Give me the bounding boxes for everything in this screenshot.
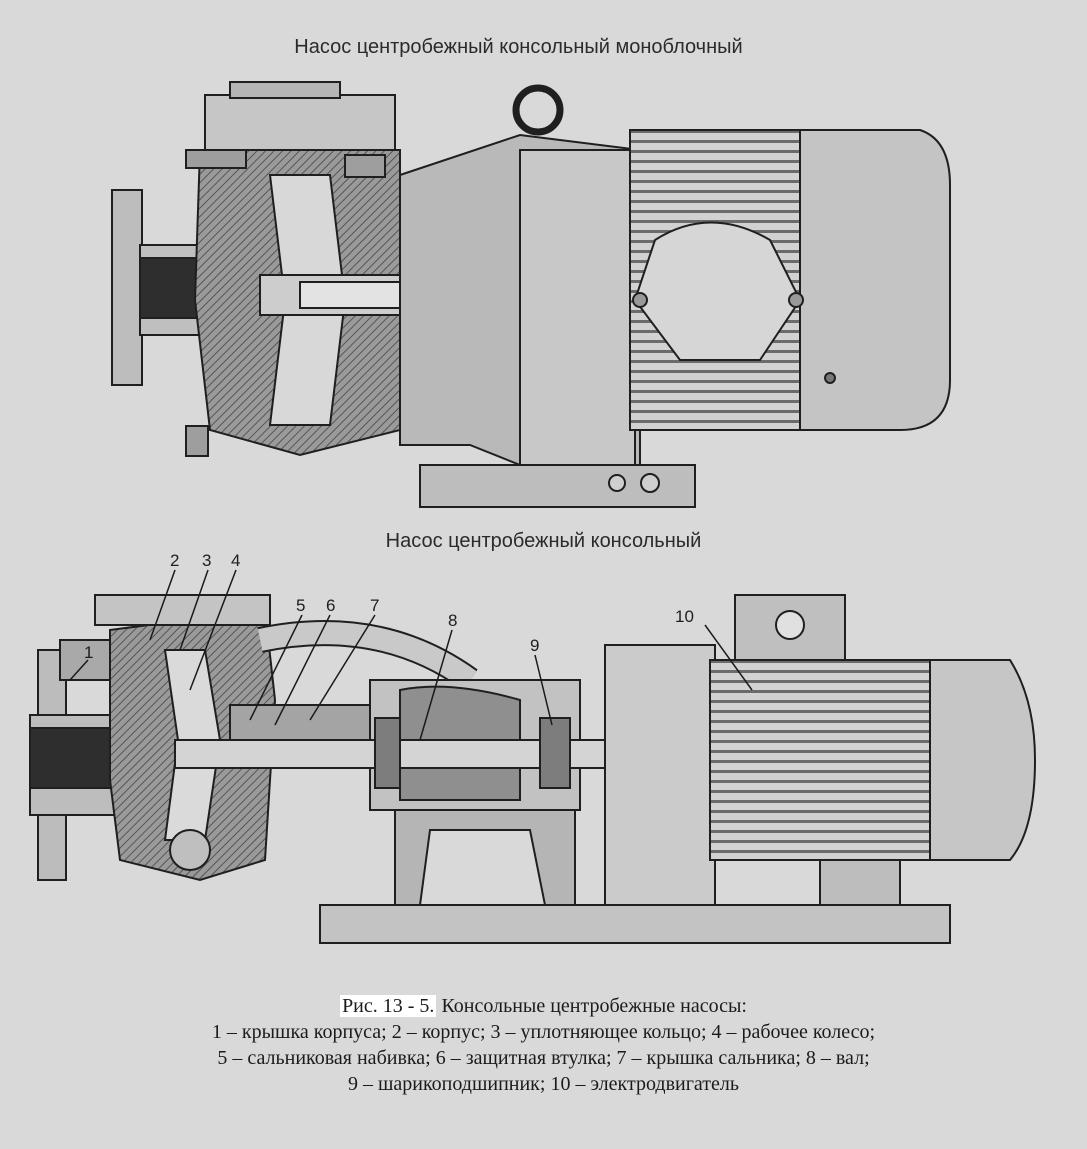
callout-labels: 1 2 3 4 5 6 7 8 9 10 bbox=[84, 551, 694, 662]
discharge-flange bbox=[94, 594, 271, 626]
lifting-eye bbox=[512, 84, 564, 136]
inlet-flange bbox=[111, 189, 143, 386]
callout-3: 3 bbox=[202, 551, 211, 570]
caption-legend-line-2: 5 – сальниковая набивка; 6 – защитная вт… bbox=[217, 1047, 870, 1069]
electric-motor bbox=[709, 659, 941, 861]
callout-4: 4 bbox=[231, 551, 240, 570]
motor-end-cap bbox=[799, 129, 951, 431]
callout-7: 7 bbox=[370, 596, 379, 615]
ball-bearing bbox=[539, 717, 571, 789]
bottom-drawing-title: Насос центробежный консольный bbox=[385, 530, 702, 552]
callout-leaders bbox=[69, 569, 753, 741]
callout-9: 9 bbox=[530, 636, 539, 655]
console-pump-drawing bbox=[29, 594, 1037, 944]
figure-label: Рис. 13 - 5. bbox=[340, 995, 437, 1017]
coupling-guard bbox=[604, 644, 716, 906]
callout-2: 2 bbox=[170, 551, 179, 570]
callout-6: 6 bbox=[326, 596, 335, 615]
figure-caption: Рис. 13 - 5. Консольные центробежные нас… bbox=[0, 993, 1087, 1097]
figure-title: Консольные центробежные насосы: bbox=[436, 995, 747, 1017]
discharge-nozzle bbox=[204, 94, 396, 151]
callout-1: 1 bbox=[84, 643, 93, 662]
caption-legend-line-1: 1 – крышка корпуса; 2 – корпус; 3 – упло… bbox=[211, 1021, 876, 1043]
top-drawing-title: Насос центробежный консольный моноблочны… bbox=[294, 36, 743, 58]
motor-end-cap bbox=[929, 659, 1037, 861]
monoblock-pump-drawing bbox=[111, 81, 951, 508]
callout-5: 5 bbox=[296, 596, 305, 615]
terminal-plate bbox=[633, 221, 802, 361]
base-frame bbox=[319, 904, 951, 944]
callout-8: 8 bbox=[448, 611, 457, 630]
pump-stand bbox=[394, 809, 576, 906]
callout-10: 10 bbox=[675, 607, 694, 626]
caption-legend-line-3: 9 – шарикоподшипник; 10 – электродвигате… bbox=[347, 1073, 739, 1095]
technical-drawings: 1 2 3 4 5 6 7 8 9 10 bbox=[29, 81, 1037, 944]
caption-title-line: Рис. 13 - 5. Консольные центробежные нас… bbox=[0, 993, 1087, 1019]
